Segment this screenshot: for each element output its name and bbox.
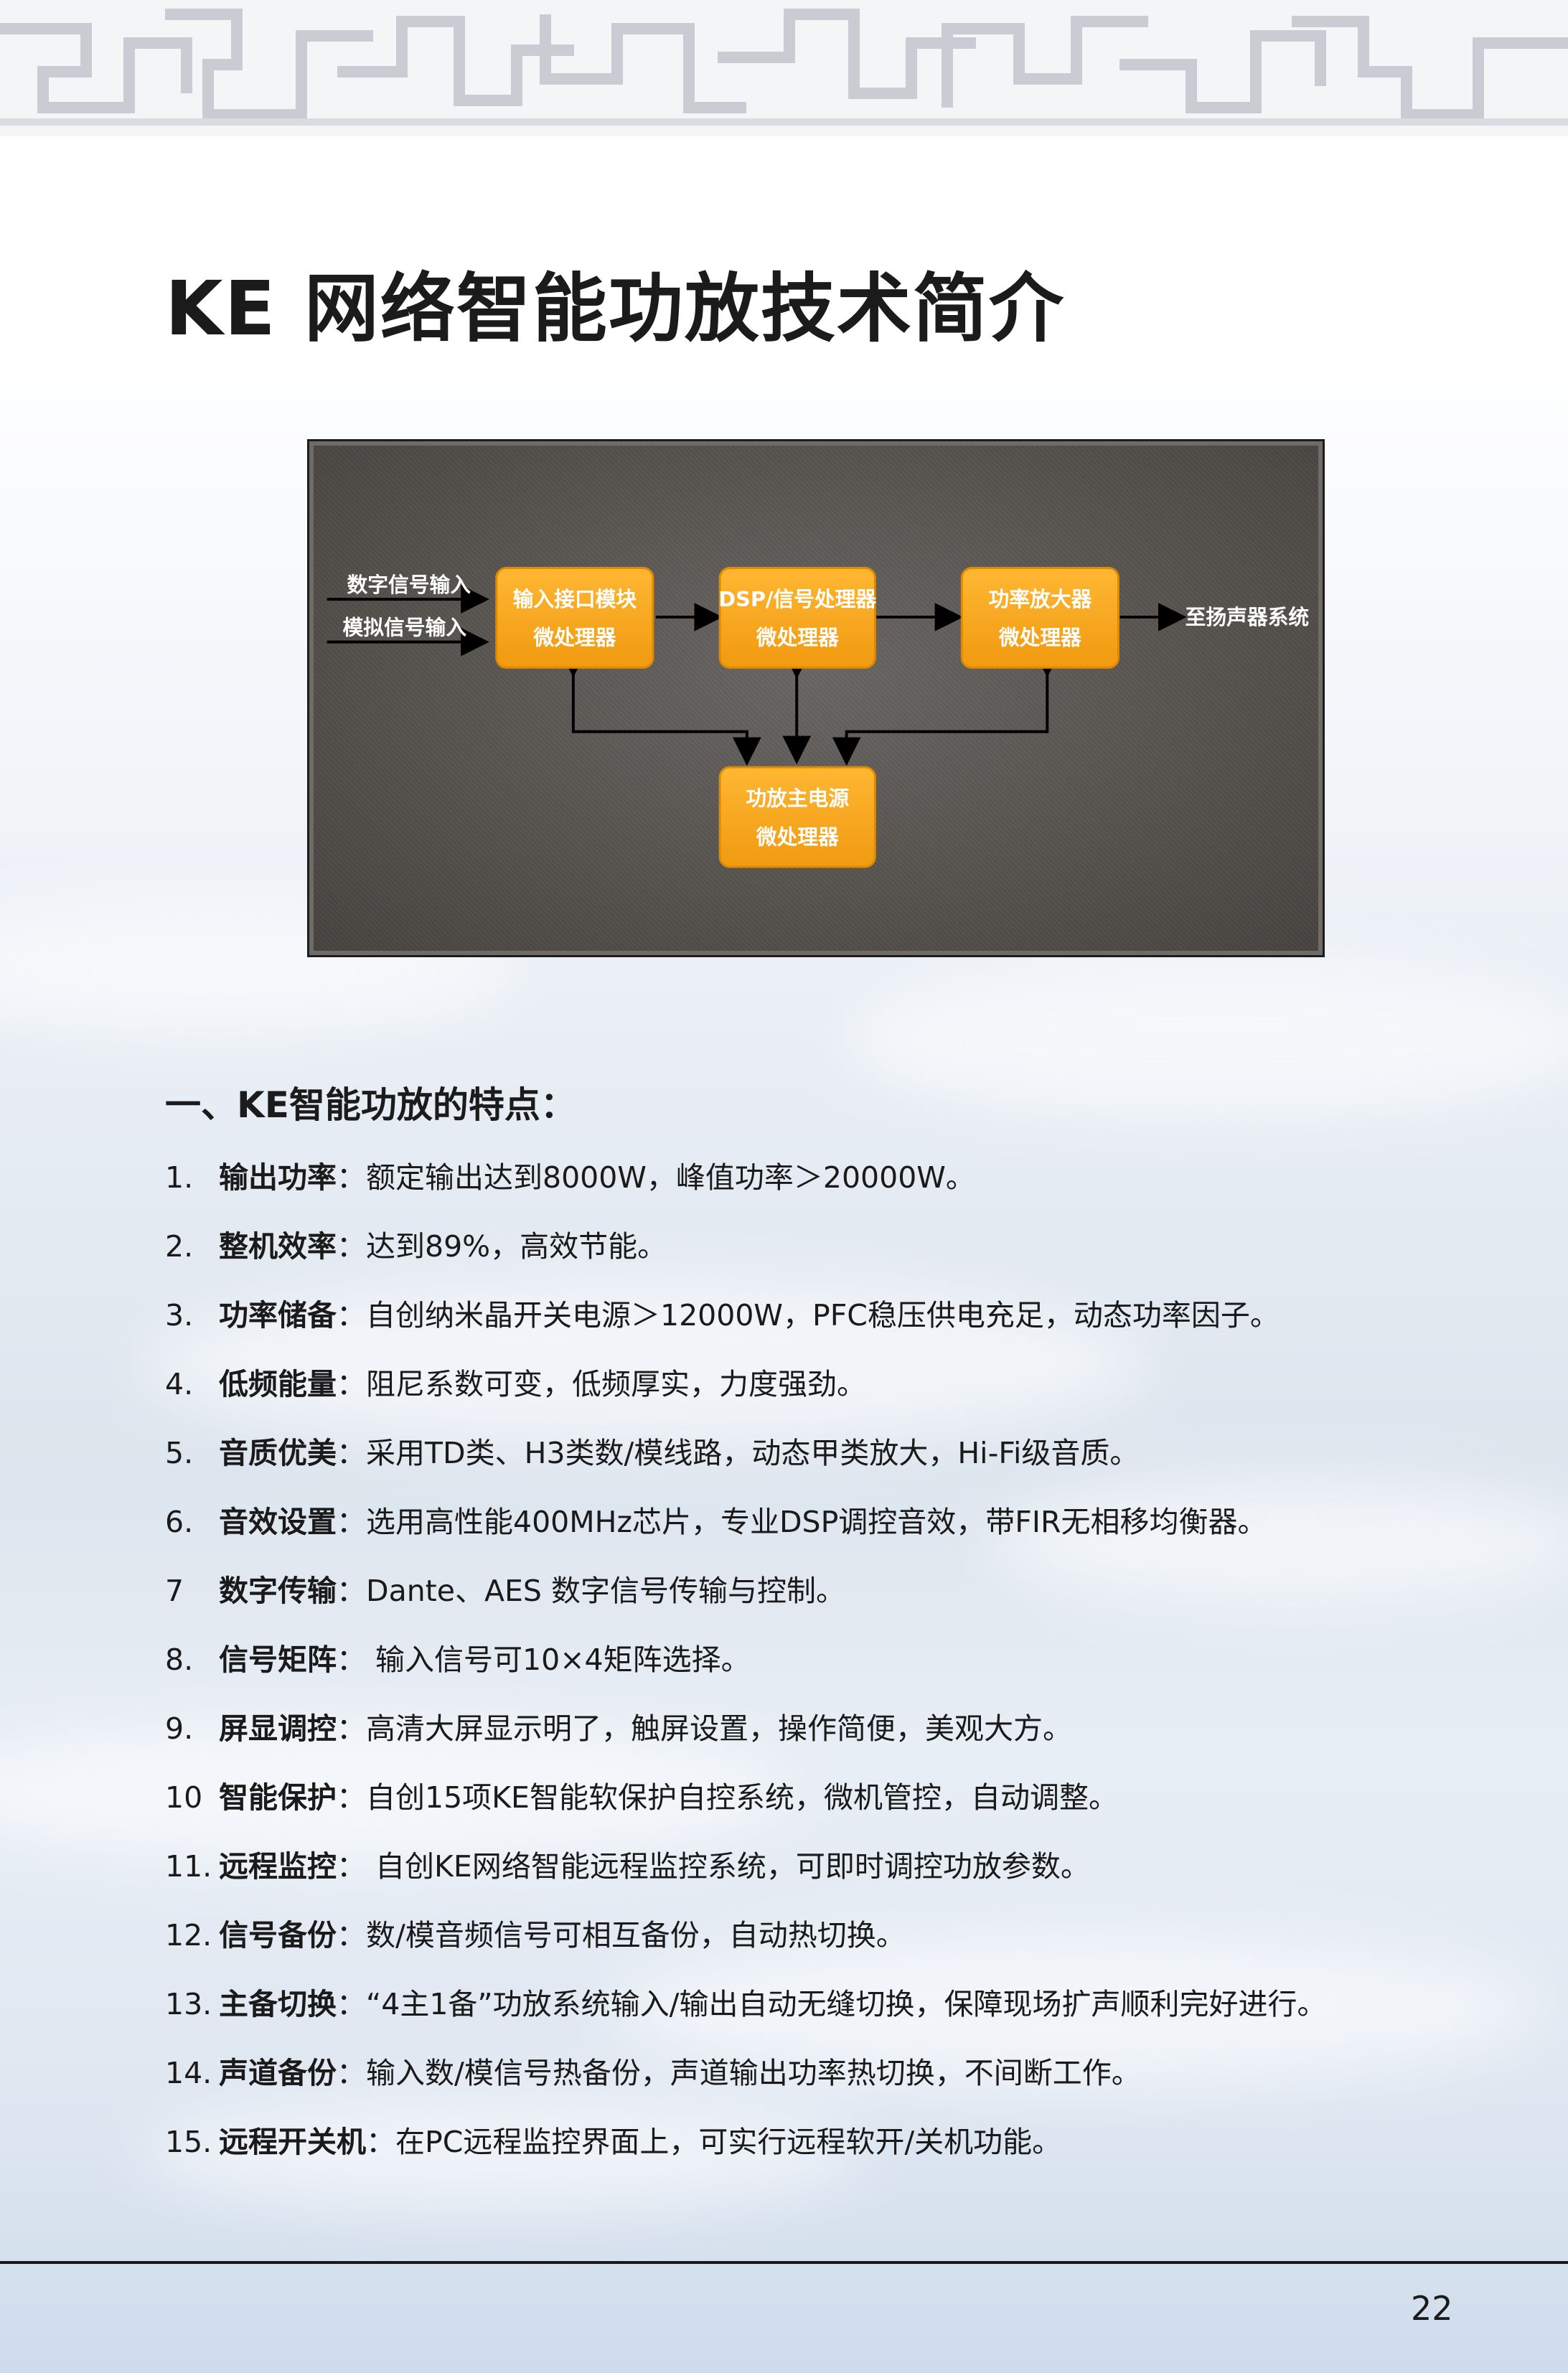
feature-description: ：输入数/模信号热备份，声道输出功率热切换，不间断工作。 bbox=[337, 2056, 1141, 2090]
analog-input-label: 模拟信号输入 bbox=[343, 616, 467, 640]
feature-item: 7 数字传输：Dante、AES 数字信号传输与控制。 bbox=[165, 1569, 1326, 1637]
feature-number: 15. bbox=[165, 2125, 212, 2159]
svg-text:输入接口模块: 输入接口模块 bbox=[513, 587, 637, 611]
node-amplifier: 功率放大器 微处理器 bbox=[960, 567, 1119, 669]
feature-description: ：在PC远程监控界面上，可实行远程软开/关机功能。 bbox=[366, 2125, 1062, 2159]
features-heading: 一、KE智能功放的特点： bbox=[165, 1084, 576, 1126]
feature-number: 5. bbox=[165, 1436, 194, 1470]
feature-item: 12.信号备份：数/模音频信号可相互备份，自动热切换。 bbox=[165, 1913, 1326, 1982]
feature-name: 信号矩阵 bbox=[219, 1643, 337, 1677]
feature-item: 13.主备切换：“4主1备”功放系统输入/输出自动无缝切换，保障现场扩声顺利完好… bbox=[165, 1982, 1326, 2051]
feature-number: 4. bbox=[165, 1367, 194, 1401]
feature-description: ： 自创KE网络智能远程监控系统，可即时调控功放参数。 bbox=[337, 1849, 1090, 1884]
digital-input-label: 数字信号输入 bbox=[347, 573, 471, 597]
feature-name: 智能保护 bbox=[219, 1780, 337, 1815]
feature-number: 13. bbox=[165, 1987, 212, 2021]
feature-item: 11.远程监控： 自创KE网络智能远程监控系统，可即时调控功放参数。 bbox=[165, 1844, 1326, 1913]
svg-text:微处理器: 微处理器 bbox=[998, 626, 1081, 650]
feature-number: 10 bbox=[165, 1780, 203, 1815]
feature-name: 输出功率 bbox=[219, 1160, 337, 1195]
feature-item: 15.远程开关机：在PC远程监控界面上，可实行远程软开/关机功能。 bbox=[165, 2120, 1326, 2189]
feature-description: ：“4主1备”功放系统输入/输出自动无缝切换，保障现场扩声顺利完好进行。 bbox=[337, 1987, 1327, 2021]
node-input-interface: 输入接口模块 微处理器 bbox=[495, 567, 654, 669]
feature-number: 6. bbox=[165, 1505, 194, 1539]
feature-number: 8. bbox=[165, 1643, 194, 1677]
feature-item: 1. 输出功率：额定输出达到8000W，峰值功率＞20000W。 bbox=[165, 1155, 1326, 1224]
feature-name: 音效设置 bbox=[219, 1505, 337, 1539]
svg-text:DSP/信号处理器: DSP/信号处理器 bbox=[718, 587, 876, 611]
svg-text:功率放大器: 功率放大器 bbox=[989, 587, 1092, 611]
speaker-output-label: 至扬声器系统 bbox=[1186, 605, 1310, 629]
feature-description: ：达到89%，高效节能。 bbox=[337, 1229, 667, 1264]
link-input-power bbox=[559, 649, 761, 766]
feature-item: 10 智能保护：自创15项KE智能软保护自控系统，微机管控，自动调整。 bbox=[165, 1775, 1326, 1844]
feature-description: ： 输入信号可10×4矩阵选择。 bbox=[337, 1643, 751, 1677]
system-block-diagram: 数字信号输入 模拟信号输入 至扬声器系统 输入接口模块 微处理器 DSP/信号处… bbox=[307, 439, 1325, 957]
svg-text:微处理器: 微处理器 bbox=[532, 626, 616, 650]
feature-description: ：选用高性能400MHz芯片，专业DSP调控音效，带FIR无相移均衡器。 bbox=[337, 1505, 1267, 1539]
feature-number: 1. bbox=[165, 1160, 194, 1195]
feature-name: 声道备份 bbox=[219, 2056, 337, 2090]
feature-item: 2. 整机效率：达到89%，高效节能。 bbox=[165, 1224, 1326, 1293]
page-number: 22 bbox=[1411, 2289, 1453, 2328]
feature-name: 数字传输 bbox=[219, 1574, 337, 1608]
feature-description: ：数/模音频信号可相互备份，自动热切换。 bbox=[337, 1918, 906, 1953]
feature-item: 14.声道备份：输入数/模信号热备份，声道输出功率热切换，不间断工作。 bbox=[165, 2051, 1326, 2120]
footer-divider bbox=[0, 2261, 1568, 2264]
node-power-supply: 功放主电源 微处理器 bbox=[718, 766, 876, 868]
feature-description: ：Dante、AES 数字信号传输与控制。 bbox=[337, 1574, 845, 1608]
svg-text:功放主电源: 功放主电源 bbox=[746, 786, 849, 811]
svg-text:微处理器: 微处理器 bbox=[756, 626, 839, 650]
feature-number: 9. bbox=[165, 1711, 194, 1746]
feature-name: 远程监控 bbox=[219, 1849, 337, 1884]
feature-number: 3. bbox=[165, 1298, 194, 1333]
feature-item: 8. 信号矩阵： 输入信号可10×4矩阵选择。 bbox=[165, 1637, 1326, 1706]
feature-description: ：自创15项KE智能软保护自控系统，微机管控，自动调整。 bbox=[337, 1780, 1118, 1815]
feature-name: 信号备份 bbox=[219, 1918, 337, 1953]
feature-description: ：自创纳米晶开关电源＞12000W，PFC稳压供电充足，动态功率因子。 bbox=[337, 1298, 1280, 1333]
feature-item: 6. 音效设置：选用高性能400MHz芯片，专业DSP调控音效，带FIR无相移均衡… bbox=[165, 1500, 1326, 1569]
feature-name: 整机效率 bbox=[219, 1229, 337, 1264]
block-diagram-svg: 数字信号输入 模拟信号输入 至扬声器系统 输入接口模块 微处理器 DSP/信号处… bbox=[327, 567, 1310, 868]
feature-name: 屏显调控 bbox=[219, 1711, 337, 1746]
link-amp-power bbox=[832, 649, 1062, 766]
feature-description: ：采用TD类、H3类数/模线路，动态甲类放大，Hi-Fi级音质。 bbox=[337, 1436, 1140, 1470]
feature-name: 功率储备 bbox=[219, 1298, 337, 1333]
feature-item: 4. 低频能量：阻尼系数可变，低频厚实，力度强劲。 bbox=[165, 1362, 1326, 1431]
feature-description: ：额定输出达到8000W，峰值功率＞20000W。 bbox=[337, 1160, 975, 1195]
feature-number: 11. bbox=[165, 1849, 212, 1884]
feature-item: 9. 屏显调控：高清大屏显示明了，触屏设置，操作简便，美观大方。 bbox=[165, 1706, 1326, 1775]
svg-text:微处理器: 微处理器 bbox=[756, 824, 839, 849]
feature-name: 低频能量 bbox=[219, 1367, 337, 1401]
feature-item: 3. 功率储备：自创纳米晶开关电源＞12000W，PFC稳压供电充足，动态功率因子… bbox=[165, 1293, 1326, 1362]
node-dsp: DSP/信号处理器 微处理器 bbox=[718, 567, 876, 669]
feature-name: 远程开关机 bbox=[219, 2125, 366, 2159]
feature-description: ：阻尼系数可变，低频厚实，力度强劲。 bbox=[337, 1367, 866, 1401]
feature-number: 7 bbox=[165, 1574, 184, 1608]
feature-item: 5. 音质优美：采用TD类、H3类数/模线路，动态甲类放大，Hi-Fi级音质。 bbox=[165, 1431, 1326, 1500]
feature-name: 音质优美 bbox=[219, 1436, 337, 1470]
feature-number: 12. bbox=[165, 1918, 212, 1953]
features-list: 1. 输出功率：额定输出达到8000W，峰值功率＞20000W。 2. 整机效率：达到… bbox=[165, 1155, 1326, 2189]
header-lattice-pattern bbox=[0, 0, 1568, 136]
feature-number: 2. bbox=[165, 1229, 194, 1264]
page-title: KE 网络智能功放技术简介 bbox=[165, 265, 1065, 352]
feature-name: 主备切换 bbox=[219, 1987, 337, 2021]
feature-description: ：高清大屏显示明了，触屏设置，操作简便，美观大方。 bbox=[337, 1711, 1072, 1746]
feature-number: 14. bbox=[165, 2056, 212, 2090]
